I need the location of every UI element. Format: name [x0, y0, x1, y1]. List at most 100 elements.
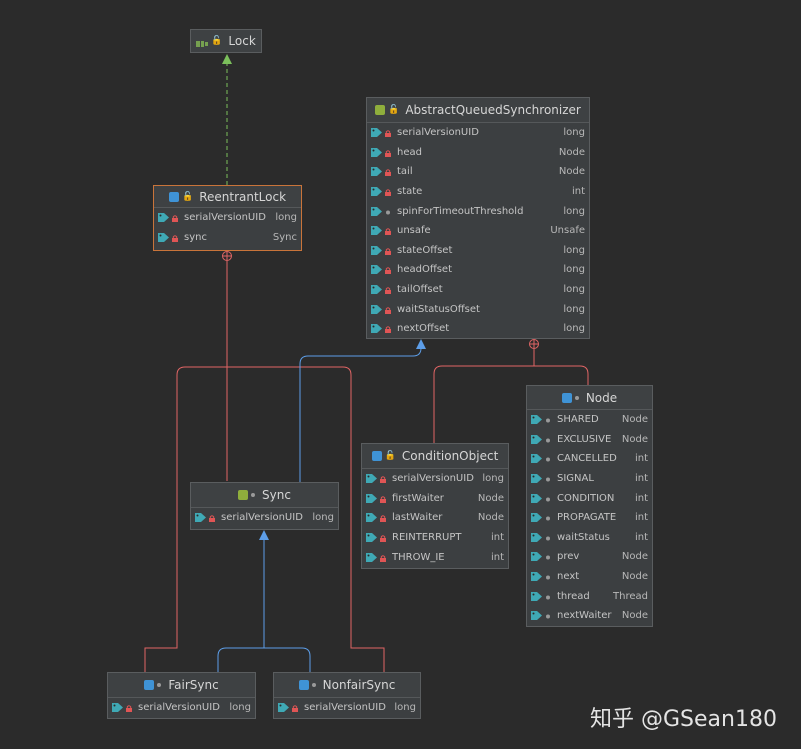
field-type: Node [621, 571, 648, 583]
field-name: headOffset [397, 264, 453, 276]
package-private-icon [385, 208, 391, 215]
private-lock-icon [292, 704, 298, 713]
field-name: unsafe [397, 225, 431, 237]
field-tag-icon [371, 206, 382, 216]
field-name: stateOffset [397, 244, 453, 256]
class-name: FairSync [168, 678, 219, 692]
private-lock-icon [385, 325, 391, 334]
field-name: nextWaiter [557, 610, 612, 622]
lock-icon: 🔓 [211, 36, 223, 46]
private-lock-icon [380, 495, 386, 503]
field-name: waitStatus [557, 531, 610, 543]
field-type: Thread [613, 590, 648, 602]
class-name: Sync [262, 488, 291, 502]
field-tag-icon [531, 493, 542, 503]
private-lock-icon [385, 286, 391, 295]
field-name: thread [557, 590, 590, 602]
inner-class-marker-reentrantlock [222, 251, 232, 261]
package-private-icon [545, 534, 551, 541]
package-private-icon [157, 683, 162, 687]
extends-line-fairsync-sync [217, 647, 264, 672]
field-tag-icon [531, 513, 542, 523]
class-box-aqs[interactable]: 🔓 AbstractQueuedSynchronizer serialVersi… [366, 97, 590, 339]
field-name: waitStatusOffset [397, 303, 480, 315]
class-box-lock[interactable]: 🔓 Lock [190, 29, 262, 53]
field-name: CONDITION [557, 492, 615, 504]
inner-line-nonfairsync [227, 366, 385, 672]
field-tag-icon [531, 434, 542, 444]
field-type: Node [621, 610, 648, 622]
field-tag-icon [366, 533, 377, 543]
private-lock-icon [126, 704, 132, 713]
abstract-class-icon [238, 490, 249, 500]
private-lock-icon [380, 554, 386, 562]
field-type: Node [477, 512, 504, 524]
lock-icon: 🔓 [384, 451, 396, 461]
private-lock-icon [172, 234, 178, 242]
class-icon [168, 191, 179, 202]
package-private-icon [545, 475, 551, 482]
package-private-icon [545, 553, 551, 560]
field-type: long [312, 512, 334, 524]
inner-line-node [534, 365, 589, 385]
field-type: long [275, 212, 297, 224]
field-type: Node [621, 433, 648, 445]
watermark: 知乎 @GSean180 [590, 707, 777, 732]
field-tag-icon [366, 493, 377, 503]
field-name: spinForTimeoutThreshold [397, 205, 524, 217]
class-icon [561, 392, 572, 403]
field-name: prev [557, 551, 580, 563]
field-type: long [394, 702, 416, 714]
extends-line-nonfairsync-sync [264, 647, 311, 672]
field-tag-icon [371, 245, 382, 255]
private-lock-icon [209, 514, 215, 523]
private-lock-icon [385, 149, 391, 157]
field-row[interactable]: thread Thread [527, 586, 652, 606]
field-row[interactable]: nextWaiter Node [527, 606, 652, 626]
field-tag-icon [531, 532, 542, 542]
field-type: Node [477, 492, 504, 504]
field-tag-icon [158, 232, 169, 242]
field-type: long [482, 473, 504, 485]
field-name: sync [184, 231, 207, 243]
field-type: int [571, 186, 585, 198]
package-private-icon [545, 416, 551, 423]
